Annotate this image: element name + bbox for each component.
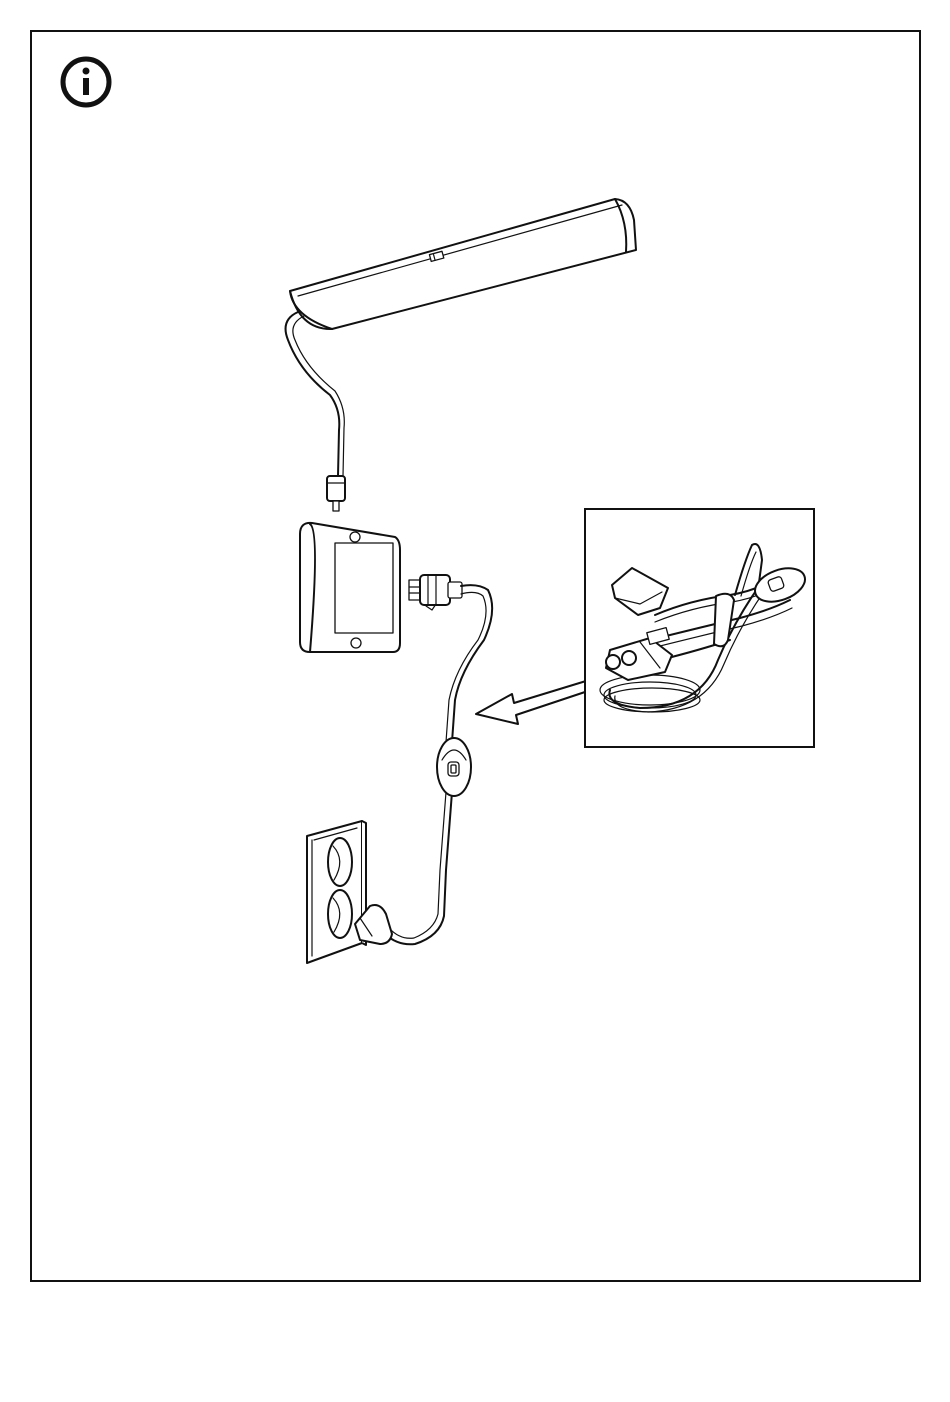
light-bar [290,199,636,329]
info-circle-icon [63,59,109,105]
wall-outlet [307,821,366,963]
cord-detail-inset [585,509,814,747]
transformer [300,523,400,652]
connector-plug [327,476,345,511]
bar-cable [286,312,345,476]
arrow-left-icon [476,681,588,724]
inline-switch [437,738,471,796]
side-connector [409,575,462,610]
